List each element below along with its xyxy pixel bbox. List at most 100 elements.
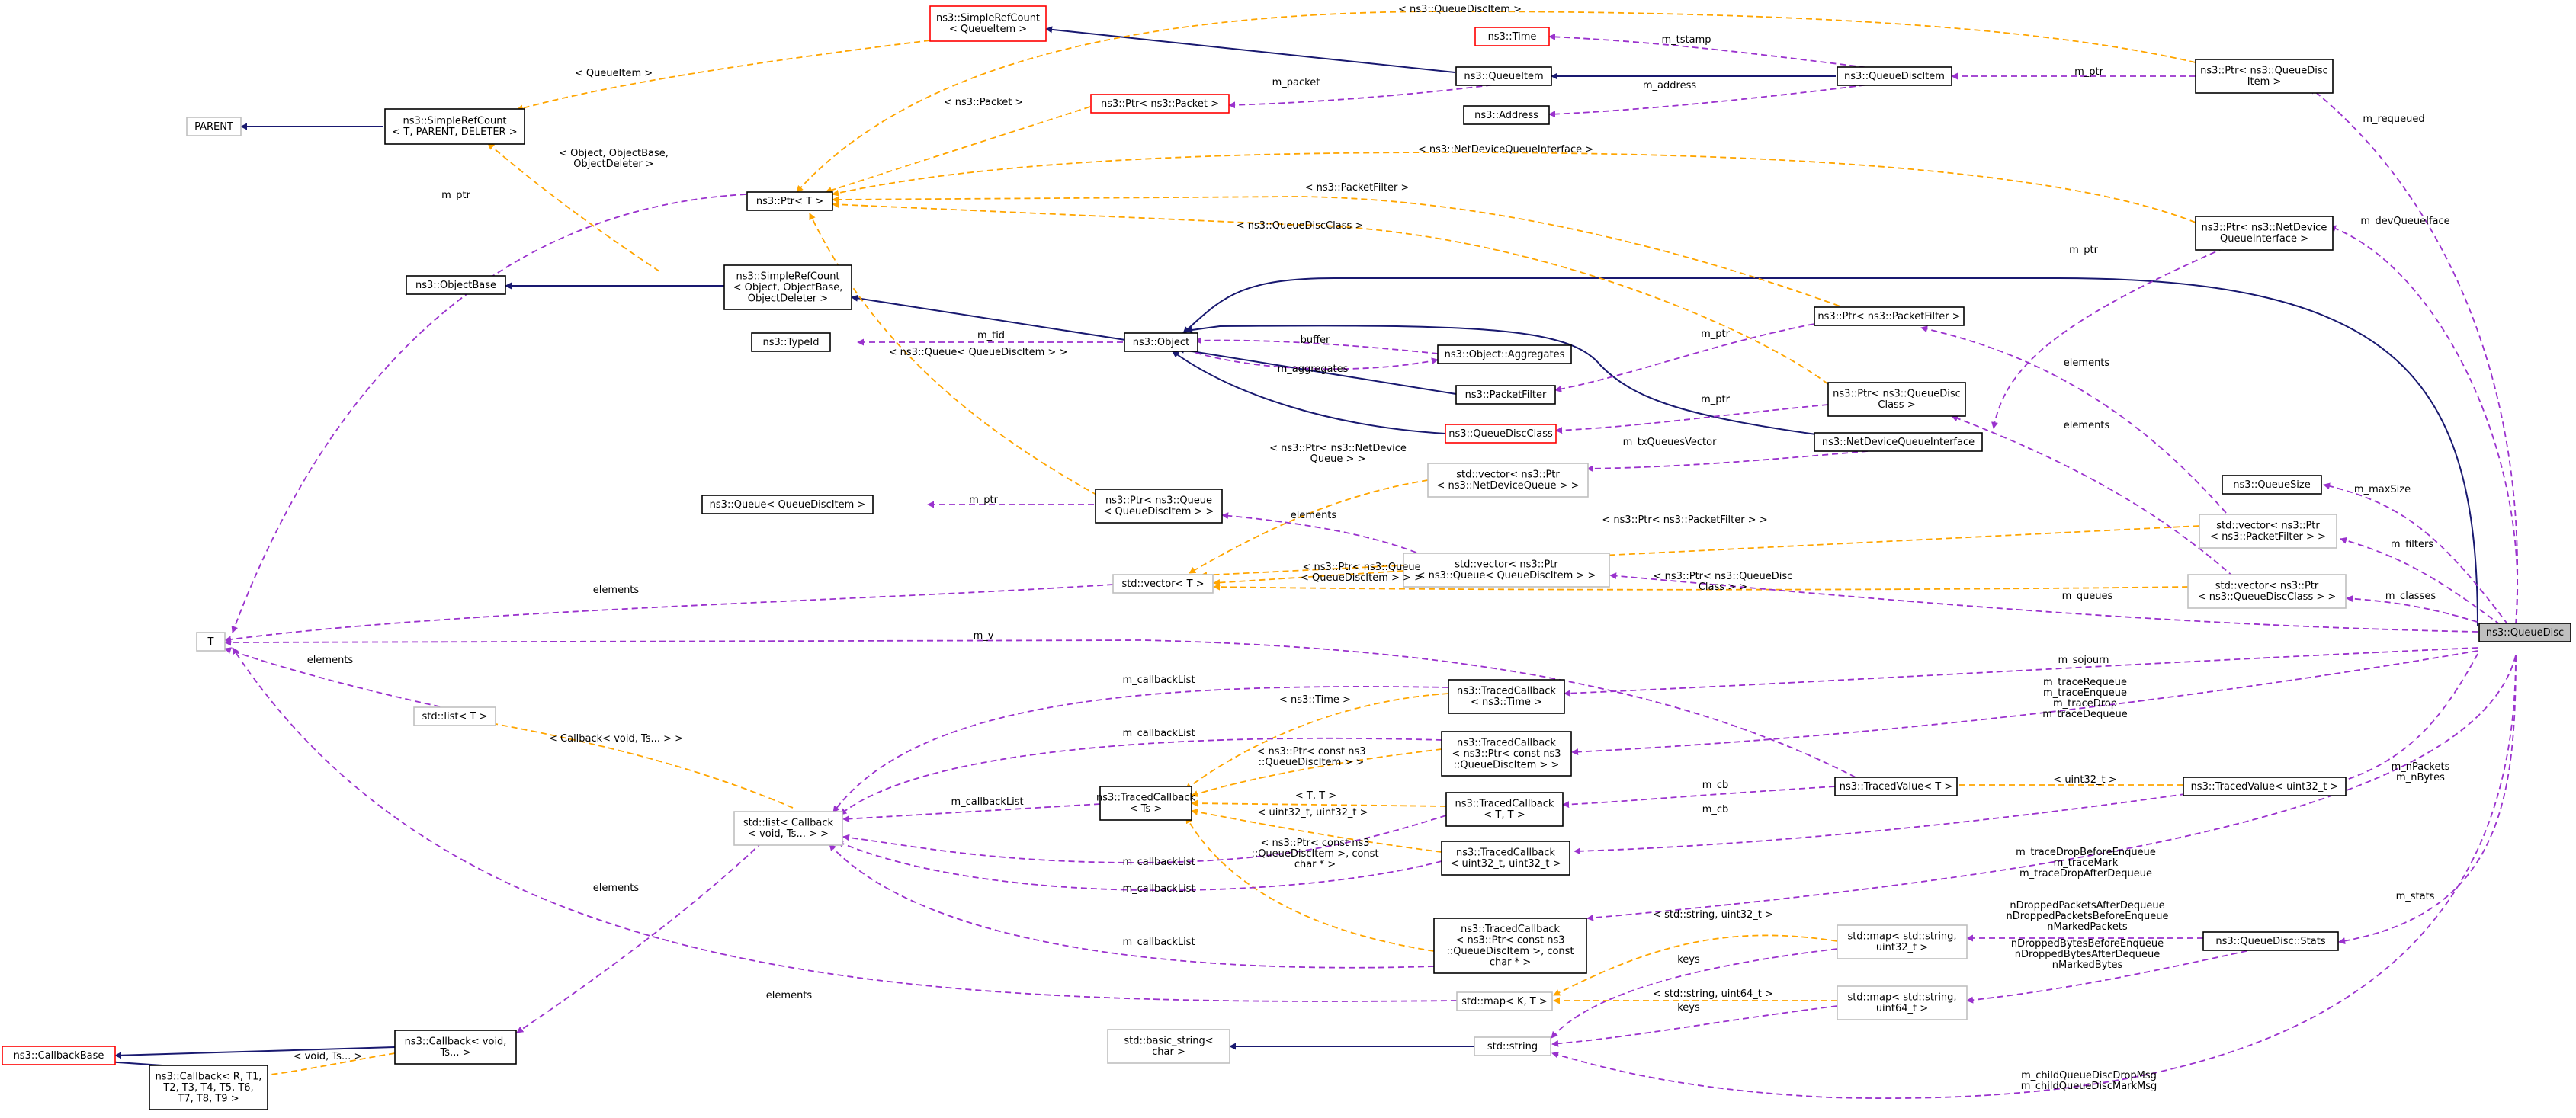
- class-node-box[interactable]: [1427, 463, 1589, 498]
- class-node-mapkt[interactable]: std::map< K, T >: [1456, 991, 1553, 1011]
- class-node-cbr[interactable]: ns3::Callback< R, T1,T2, T3, T4, T5, T6,…: [149, 1065, 268, 1110]
- class-node-objectbase[interactable]: ns3::ObjectBase: [406, 275, 506, 295]
- class-node-box[interactable]: [1834, 777, 1958, 796]
- class-node-queuedisc[interactable]: ns3::QueueDisc: [2478, 623, 2571, 642]
- class-node-box[interactable]: [751, 332, 831, 352]
- class-node-box[interactable]: [2, 1046, 116, 1065]
- class-node-tvt[interactable]: ns3::TracedValue< T >: [1834, 777, 1958, 796]
- class-node-parent[interactable]: PARENT: [186, 117, 242, 136]
- class-node-box[interactable]: [1837, 66, 1952, 86]
- class-node-ptrpacket[interactable]: ns3::Ptr< ns3::Packet >: [1090, 94, 1230, 114]
- class-node-box[interactable]: [1455, 385, 1556, 405]
- class-node-box[interactable]: [1445, 792, 1564, 827]
- class-node-ptrqueue[interactable]: ns3::Ptr< ns3::Queue< QueueDiscItem > >: [1095, 489, 1223, 524]
- class-node-aggregates[interactable]: ns3::Object::Aggregates: [1437, 344, 1572, 364]
- class-node-time[interactable]: ns3::Time: [1474, 27, 1550, 46]
- class-node-box[interactable]: [1107, 1029, 1230, 1064]
- class-node-box[interactable]: [1455, 66, 1552, 86]
- class-node-mapuint64[interactable]: std::map< std::string,uint64_t >: [1837, 985, 1968, 1020]
- class-node-ptrpf[interactable]: ns3::Ptr< ns3::PacketFilter >: [1814, 306, 1965, 326]
- class-node-tcptrchar[interactable]: ns3::TracedCallback< ns3::Ptr< const ns3…: [1433, 918, 1587, 974]
- class-node-box[interactable]: [2183, 777, 2347, 796]
- class-node-box[interactable]: [733, 811, 843, 846]
- class-node-callbackbase[interactable]: ns3::CallbackBase: [2, 1046, 116, 1065]
- class-node-vecpf[interactable]: std::vector< ns3::Ptr< ns3::PacketFilter…: [2199, 514, 2337, 549]
- class-node-box[interactable]: [1814, 306, 1965, 326]
- class-node-srcobj[interactable]: ns3::SimpleRefCount< Object, ObjectBase,…: [723, 264, 852, 310]
- class-node-queueitem[interactable]: ns3::QueueItem: [1455, 66, 1552, 86]
- class-node-tvuint[interactable]: ns3::TracedValue< uint32_t >: [2183, 777, 2347, 796]
- class-node-object[interactable]: ns3::Object: [1124, 332, 1198, 352]
- class-node-box[interactable]: [394, 1030, 517, 1065]
- class-node-box[interactable]: [1095, 489, 1223, 524]
- class-node-box[interactable]: [2195, 59, 2334, 94]
- class-node-tctt[interactable]: ns3::TracedCallback< T, T >: [1445, 792, 1564, 827]
- class-node-listcb[interactable]: std::list< Callback< void, Ts... > >: [733, 811, 843, 846]
- class-node-box[interactable]: [1124, 332, 1198, 352]
- class-node-cbvoid[interactable]: ns3::Callback< void,Ts... >: [394, 1030, 517, 1065]
- class-node-string[interactable]: std::string: [1474, 1036, 1551, 1056]
- class-node-mapuint32[interactable]: std::map< std::string,uint32_t >: [1837, 924, 1968, 959]
- class-node-tctime[interactable]: ns3::TracedCallback< ns3::Time >: [1448, 679, 1565, 714]
- class-node-ptrt[interactable]: ns3::Ptr< T >: [746, 191, 833, 211]
- class-node-box[interactable]: [2478, 623, 2571, 642]
- class-node-box[interactable]: [1837, 924, 1968, 959]
- class-node-vecqdc[interactable]: std::vector< ns3::Ptr< ns3::QueueDiscCla…: [2187, 574, 2347, 609]
- class-node-vecqueue[interactable]: std::vector< ns3::Ptr< ns3::Queue< Queue…: [1403, 553, 1610, 588]
- class-node-tcuint[interactable]: ns3::TracedCallback< uint32_t, uint32_t …: [1441, 841, 1570, 876]
- class-node-vect[interactable]: std::vector< T >: [1112, 574, 1214, 594]
- class-node-box[interactable]: [1441, 731, 1572, 777]
- class-node-address[interactable]: ns3::Address: [1463, 105, 1550, 125]
- class-node-box[interactable]: [2195, 216, 2334, 251]
- class-node-box[interactable]: [196, 632, 226, 652]
- class-node-box[interactable]: [149, 1065, 268, 1110]
- class-node-box[interactable]: [1463, 105, 1550, 125]
- class-node-box[interactable]: [1474, 1036, 1551, 1056]
- class-node-box[interactable]: [1456, 991, 1553, 1011]
- class-node-ptrqdi[interactable]: ns3::Ptr< ns3::QueueDiscItem >: [2195, 59, 2334, 94]
- class-node-box[interactable]: [384, 108, 525, 145]
- class-node-box[interactable]: [1112, 574, 1214, 594]
- class-node-ptrndqi[interactable]: ns3::Ptr< ns3::NetDeviceQueueInterface >: [2195, 216, 2334, 251]
- class-node-packetfilter[interactable]: ns3::PacketFilter: [1455, 385, 1556, 405]
- class-node-box[interactable]: [746, 191, 833, 211]
- class-node-box[interactable]: [1433, 918, 1587, 974]
- class-node-stats[interactable]: ns3::QueueDisc::Stats: [2202, 931, 2339, 951]
- class-node-listt[interactable]: std::list< T >: [413, 706, 496, 726]
- class-node-box[interactable]: [1441, 841, 1570, 876]
- class-node-box[interactable]: [1403, 553, 1610, 588]
- class-node-box[interactable]: [2199, 514, 2337, 549]
- class-node-basicstr[interactable]: std::basic_string<char >: [1107, 1029, 1230, 1064]
- class-node-queueqdi[interactable]: ns3::Queue< QueueDiscItem >: [701, 495, 874, 514]
- class-node-box[interactable]: [1448, 679, 1565, 714]
- class-node-srcqi[interactable]: ns3::SimpleRefCount< QueueItem >: [929, 5, 1047, 42]
- class-node-box[interactable]: [929, 5, 1047, 42]
- class-node-box[interactable]: [406, 275, 506, 295]
- class-node-box[interactable]: [701, 495, 874, 514]
- class-node-ptrqdc[interactable]: ns3::Ptr< ns3::QueueDiscClass >: [1827, 382, 1966, 417]
- class-node-box[interactable]: [2222, 475, 2322, 495]
- class-node-box[interactable]: [1827, 382, 1966, 417]
- class-node-box[interactable]: [413, 706, 496, 726]
- class-node-box[interactable]: [1437, 344, 1572, 364]
- class-node-t[interactable]: T: [196, 632, 226, 652]
- class-node-qdi[interactable]: ns3::QueueDiscItem: [1837, 66, 1952, 86]
- class-node-queuesize[interactable]: ns3::QueueSize: [2222, 475, 2322, 495]
- class-node-box[interactable]: [1814, 432, 1983, 452]
- class-node-box[interactable]: [2202, 931, 2339, 951]
- class-node-box[interactable]: [1445, 424, 1557, 444]
- class-node-tcptr[interactable]: ns3::TracedCallback< ns3::Ptr< const ns3…: [1441, 731, 1572, 777]
- class-node-box[interactable]: [1099, 786, 1192, 821]
- class-node-tcts[interactable]: ns3::TracedCallback< Ts >: [1096, 786, 1195, 821]
- class-node-box[interactable]: [1837, 985, 1968, 1020]
- class-node-box[interactable]: [2187, 574, 2347, 609]
- class-node-box[interactable]: [1474, 27, 1550, 46]
- class-node-box[interactable]: [186, 117, 242, 136]
- class-node-srctpd[interactable]: ns3::SimpleRefCount< T, PARENT, DELETER …: [384, 108, 525, 145]
- class-node-ndqi[interactable]: ns3::NetDeviceQueueInterface: [1814, 432, 1983, 452]
- class-node-box[interactable]: [1090, 94, 1230, 114]
- class-node-box[interactable]: [723, 264, 852, 310]
- class-node-qdc[interactable]: ns3::QueueDiscClass: [1445, 424, 1557, 444]
- class-node-typeid[interactable]: ns3::TypeId: [751, 332, 831, 352]
- class-node-vecndq[interactable]: std::vector< ns3::Ptr< ns3::NetDeviceQue…: [1427, 463, 1589, 498]
